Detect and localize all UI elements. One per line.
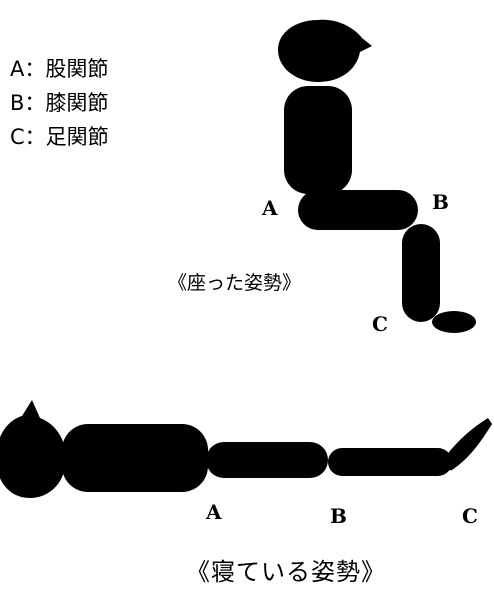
- legend-ankle: C：足関節: [10, 125, 109, 149]
- joint-legend: A：股関節 B：膝関節 C：足関節: [10, 52, 109, 154]
- sitting-torso: [284, 86, 352, 194]
- lying-figure: [0, 400, 492, 498]
- legend-knee: B：膝関節: [10, 91, 109, 115]
- lying-caption: 《寝ている姿勢》: [186, 558, 386, 586]
- sitting-label-ankle: C: [372, 312, 388, 336]
- sitting-thigh: [298, 190, 418, 230]
- sitting-figure: [278, 19, 476, 333]
- sitting-caption: 《座った姿勢》: [168, 272, 302, 294]
- lying-label-hip: A: [206, 500, 222, 524]
- lying-label-knee: B: [330, 504, 347, 528]
- lying-label-ankle: C: [462, 504, 478, 528]
- lying-thigh: [206, 442, 328, 478]
- sitting-foot: [432, 311, 476, 333]
- sitting-head: [278, 19, 372, 82]
- lying-foot: [443, 418, 492, 471]
- lying-torso: [62, 424, 208, 492]
- sitting-shin: [402, 224, 440, 322]
- legend-hip: A：股関節: [10, 57, 109, 81]
- lying-shin: [328, 448, 452, 476]
- sitting-label-hip: A: [262, 196, 278, 220]
- lying-head: [0, 400, 66, 498]
- sitting-label-knee: B: [432, 190, 449, 214]
